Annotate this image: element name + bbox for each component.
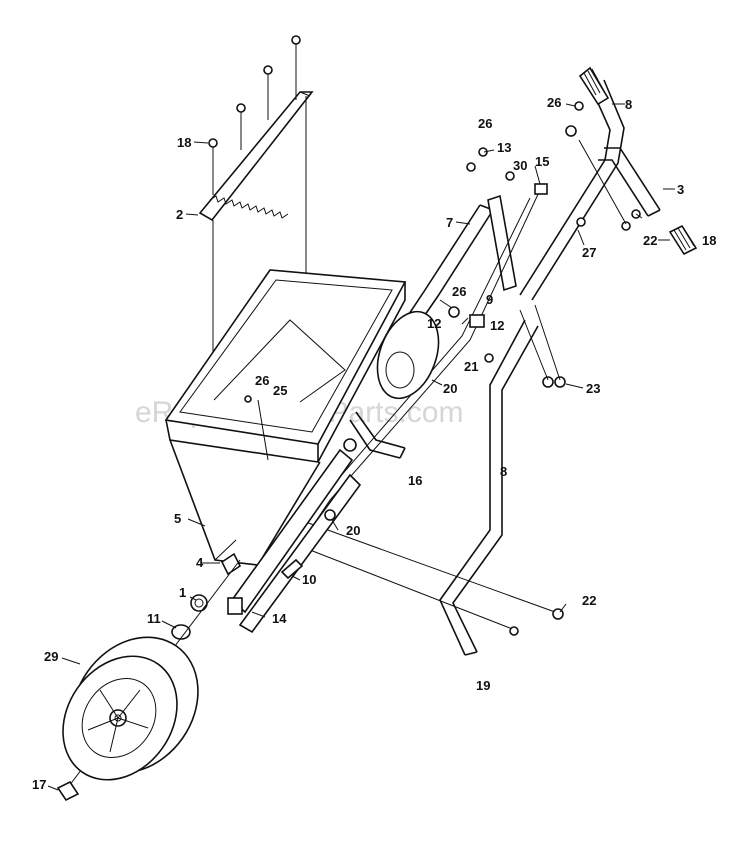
callout-7: 7 xyxy=(446,215,453,230)
callout-26: 26 xyxy=(547,95,561,110)
callout-18: 18 xyxy=(177,135,191,150)
bracket-10 xyxy=(280,558,304,580)
callout-5: 5 xyxy=(174,511,181,526)
callout-16: 16 xyxy=(408,473,422,488)
leader-lines xyxy=(47,103,675,791)
callout-26: 26 xyxy=(478,116,492,131)
pin-26 xyxy=(244,395,252,403)
hub-cap-17 xyxy=(56,780,80,802)
callout-26: 26 xyxy=(255,373,269,388)
handle-right-upper xyxy=(519,66,625,301)
callout-25: 25 xyxy=(273,383,287,398)
callout-14: 14 xyxy=(272,611,287,626)
callout-26: 26 xyxy=(452,284,466,299)
bushing-11 xyxy=(171,624,191,640)
callout-9: 9 xyxy=(486,292,493,307)
handle-grip xyxy=(668,224,698,256)
agitator-bar xyxy=(198,91,314,222)
handle-crossbar xyxy=(598,147,661,217)
callout-29: 29 xyxy=(44,649,58,664)
pin-25-line xyxy=(257,399,269,461)
front-wheel xyxy=(62,636,199,781)
rear-wheel xyxy=(376,310,440,400)
callout-22: 22 xyxy=(582,593,596,608)
hopper xyxy=(164,269,407,566)
callout-12: 12 xyxy=(427,316,441,331)
frame-leg xyxy=(439,319,539,656)
screw-set xyxy=(208,35,301,195)
callout-30: 30 xyxy=(513,158,527,173)
callout-20: 20 xyxy=(443,381,457,396)
callout-12: 12 xyxy=(490,318,504,333)
bolt-line xyxy=(309,549,516,631)
callout-27: 27 xyxy=(582,245,596,260)
callout-15: 15 xyxy=(535,154,549,169)
axle-rod xyxy=(349,411,406,459)
clip-4 xyxy=(220,552,242,576)
callout-17: 17 xyxy=(32,777,46,792)
callout-20: 20 xyxy=(346,523,360,538)
callout-2: 2 xyxy=(176,207,183,222)
bolt-19 xyxy=(509,626,519,636)
callout-21: 21 xyxy=(464,359,478,374)
callout-18: 18 xyxy=(702,233,716,248)
callout-11: 11 xyxy=(147,611,161,626)
callout-19: 19 xyxy=(476,678,490,693)
bearing-1 xyxy=(190,594,208,612)
washer xyxy=(324,509,336,521)
callout-23: 23 xyxy=(586,381,600,396)
callout-8: 8 xyxy=(500,464,507,479)
callout-13: 13 xyxy=(497,140,511,155)
axle-line xyxy=(299,519,556,613)
callout-4: 4 xyxy=(196,555,204,570)
gate-plate xyxy=(227,438,362,634)
hardware-bits xyxy=(448,101,641,388)
callout-3: 3 xyxy=(677,182,684,197)
handle-tube-7 xyxy=(487,194,517,292)
callout-1: 1 xyxy=(179,585,186,600)
callout-10: 10 xyxy=(302,572,316,587)
callout-8: 8 xyxy=(625,97,632,112)
callout-22: 22 xyxy=(643,233,657,248)
